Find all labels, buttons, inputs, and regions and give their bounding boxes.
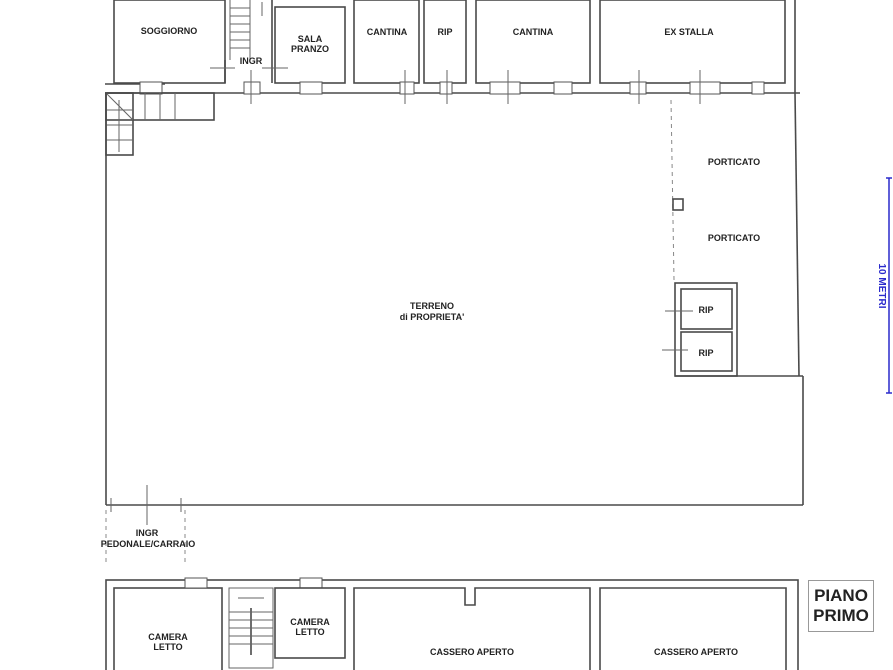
label-ex-stalla: EX STALLA (664, 27, 714, 37)
room-cassero-aperto-1 (353, 587, 591, 670)
label-pranzo: PRANZO (291, 44, 329, 54)
floor-title-line2: PRIMO (813, 606, 869, 625)
label-cassero-aperto-2: CASSERO APERTO (654, 647, 738, 657)
ground-floor-building (105, 0, 800, 104)
floor-title-box: PIANO PRIMO (808, 580, 874, 632)
label-rip-1: RIP (698, 305, 713, 315)
room-soggiorno (113, 0, 226, 84)
label-pedonale-carraio: PEDONALE/CARRAIO (101, 539, 196, 549)
label-rip-top: RIP (437, 27, 452, 37)
room-camera-letto-1 (113, 587, 223, 670)
pillar-icon (672, 198, 684, 211)
room-ex-stalla (599, 0, 786, 84)
room-camera-letto-2 (274, 587, 346, 659)
room-rip-1 (680, 288, 733, 330)
label-letto-1: LETTO (153, 642, 182, 652)
label-camera-1: CAMERA (148, 632, 188, 642)
label-cantina-2: CANTINA (513, 27, 554, 37)
scale-bar-label: 10 METRI (876, 263, 887, 308)
label-camera-2: CAMERA (290, 617, 330, 627)
yard-terreno (105, 92, 804, 565)
label-terreno: TERRENO (410, 301, 454, 311)
label-cassero-aperto-1: CASSERO APERTO (430, 647, 514, 657)
floor-title-line1: PIANO (814, 586, 868, 605)
label-ingr: INGR (240, 56, 263, 66)
label-rip-2: RIP (698, 348, 713, 358)
label-di-proprieta: di PROPRIETA' (400, 312, 464, 322)
room-rip-2 (680, 331, 733, 372)
first-floor-building (105, 577, 799, 670)
label-ingr-pedonale: INGR (136, 528, 159, 538)
label-letto-2: LETTO (295, 627, 324, 637)
label-porticato-2: PORTICATO (708, 233, 760, 243)
label-porticato-1: PORTICATO (708, 157, 760, 167)
label-sala: SALA (298, 34, 323, 44)
label-soggiorno: SOGGIORNO (141, 26, 198, 36)
room-cantina-1 (353, 0, 420, 84)
room-cantina-2 (475, 0, 591, 84)
stair-icon (228, 587, 274, 669)
scale-bar: 10 METRI (876, 177, 892, 394)
stair-icon (229, 0, 263, 60)
room-rip-top (423, 0, 467, 84)
outdoor-stair-icon (105, 92, 215, 156)
label-cantina-1: CANTINA (367, 27, 408, 37)
room-cassero-aperto-2 (599, 587, 787, 670)
